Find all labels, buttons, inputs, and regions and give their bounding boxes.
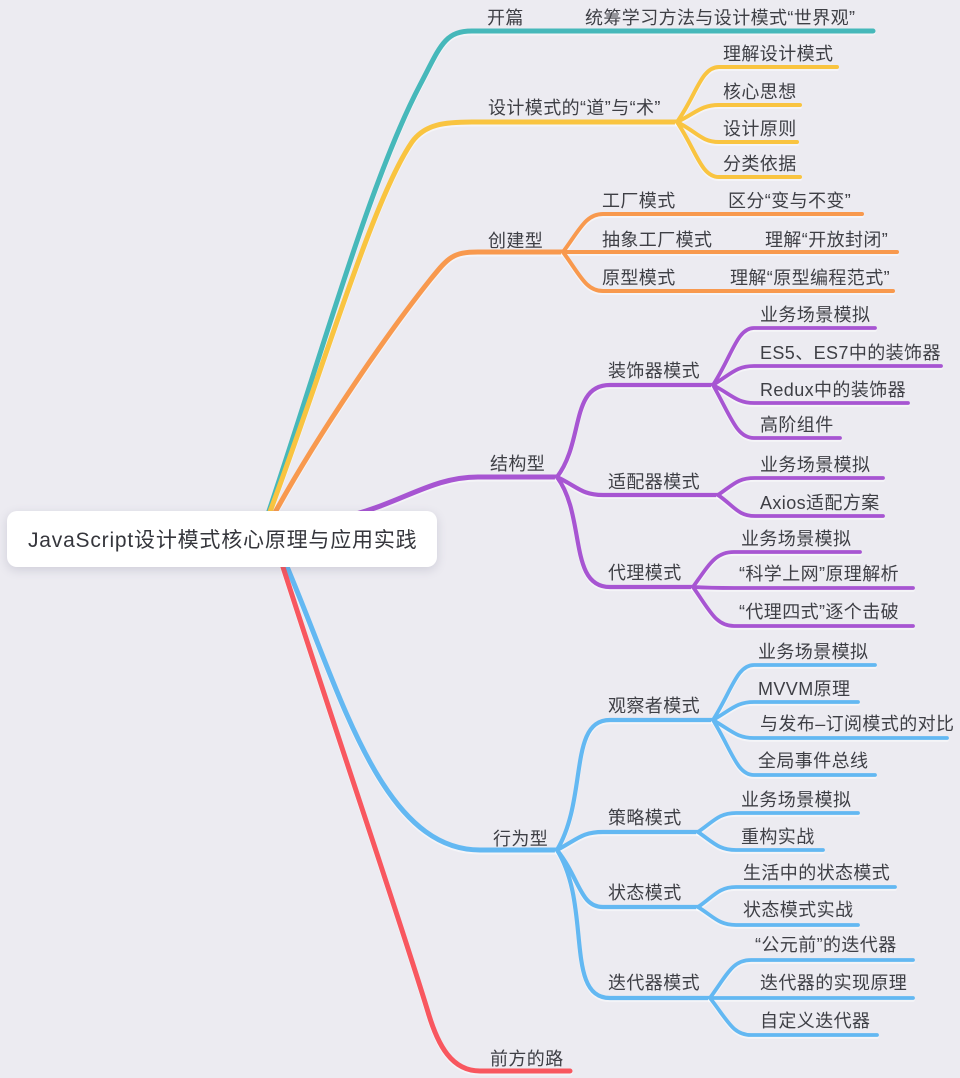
link-refactor [696,830,825,852]
link-factory-pattern [561,212,864,254]
link-iterator-bc [708,958,915,1000]
link-adapter-pattern [554,474,721,498]
node-decorator-es5-es7[interactable]: ES5、ES7中的装饰器 [760,343,941,363]
link-observer-business [711,663,877,722]
root-node-label: JavaScript设计模式核心原理与应用实践 [28,529,418,552]
node-proxy-business[interactable]: 业务场景模拟 [741,529,852,549]
node-behavioral[interactable]: 行为型 [493,829,549,849]
node-state-life[interactable]: 生活中的状态模式 [743,863,891,883]
node-prototype-pattern[interactable]: 原型模式 [602,268,676,288]
node-opening[interactable]: 开篇 [487,8,524,28]
node-axios-adapter[interactable]: Axios适配方案 [760,493,880,513]
link-classification-basis [675,120,802,179]
node-creational[interactable]: 创建型 [488,231,544,251]
node-adapter-business[interactable]: 业务场景模拟 [760,455,871,475]
node-distinguish-change[interactable]: 区分“变与不变” [728,191,852,211]
node-iterator-bc[interactable]: “公元前”的迭代器 [755,935,897,955]
link-adapter-business [716,476,885,497]
node-observer-business[interactable]: 业务场景模拟 [758,642,869,662]
link-proxy-four-types [691,585,915,628]
link-event-bus [711,718,877,777]
node-tao-and-art[interactable]: 设计模式的“道”与“术” [488,98,661,118]
link-state-practice [696,905,860,927]
node-proxy-four-types[interactable]: “代理四式”逐个击破 [739,602,899,622]
link-mvvm [711,700,860,722]
link-axios-adapter [716,493,885,518]
link-observer-pattern [554,717,716,853]
link-design-principles [675,120,799,144]
node-design-principles[interactable]: 设计原则 [723,119,797,139]
link-decorator-redux [711,383,910,405]
link-hoc [711,383,842,440]
link-strategy-pattern [554,829,701,853]
link-pubsub-compare [711,718,949,740]
node-core-idea[interactable]: 核心思想 [723,82,797,102]
node-observer-pattern[interactable]: 观察者模式 [608,696,700,716]
node-proxy-vpn[interactable]: “科学上网”原理解析 [739,564,899,584]
link-behavioral [282,559,560,853]
link-tao-and-art [265,119,680,520]
link-creational [269,249,566,521]
node-abstract-factory[interactable]: 抽象工厂模式 [602,230,713,250]
node-pubsub-compare[interactable]: 与发布–订阅模式的对比 [760,714,955,734]
link-custom-iterator [708,996,879,1037]
node-refactor[interactable]: 重构实战 [741,827,815,847]
node-iterator-pattern[interactable]: 迭代器模式 [608,973,700,993]
link-strategy-business [696,811,860,834]
link-decorator-es5-es7 [711,364,943,387]
link-proxy-pattern [554,474,696,590]
link-state-life [696,885,897,909]
node-prototype-paradigm[interactable]: 理解“原型编程范式” [730,268,890,288]
link-proxy-vpn [691,585,915,590]
link-proxy-business [691,550,862,589]
node-decorator-business[interactable]: 业务场景模拟 [760,305,871,325]
node-road-ahead[interactable]: 前方的路 [490,1049,564,1069]
node-custom-iterator[interactable]: 自定义迭代器 [760,1011,871,1031]
link-core-idea [675,103,802,124]
node-strategy-business[interactable]: 业务场景模拟 [741,790,852,810]
link-road-ahead [279,561,573,1074]
node-decorator-redux[interactable]: Redux中的装饰器 [760,380,907,400]
node-iterator-principle[interactable]: 迭代器的实现原理 [760,973,908,993]
link-opening [263,28,876,523]
node-strategy-pattern[interactable]: 策略模式 [608,808,682,828]
node-proxy-pattern[interactable]: 代理模式 [608,563,682,583]
node-hoc[interactable]: 高阶组件 [760,415,834,435]
node-opening-summary[interactable]: 统筹学习方法与设计模式“世界观” [585,8,856,28]
node-mvvm[interactable]: MVVM原理 [758,679,851,699]
link-understand-patterns [675,65,839,124]
node-classification-basis[interactable]: 分类依据 [723,154,797,174]
link-decorator-pattern [554,382,716,480]
node-adapter-pattern[interactable]: 适配器模式 [608,472,700,492]
node-decorator-pattern[interactable]: 装饰器模式 [608,361,700,381]
node-structural[interactable]: 结构型 [490,454,546,474]
node-state-practice[interactable]: 状态模式实战 [743,900,854,920]
node-understand-patterns[interactable]: 理解设计模式 [723,44,834,64]
node-state-pattern[interactable]: 状态模式 [608,883,682,903]
link-iterator-pattern [554,847,713,1001]
node-event-bus[interactable]: 全局事件总线 [758,751,869,771]
link-decorator-business [711,326,877,387]
link-prototype-pattern [561,250,895,293]
root-node[interactable]: JavaScript设计模式核心原理与应用实践 [7,511,437,567]
node-open-closed[interactable]: 理解“开放封闭” [765,230,889,250]
node-factory-pattern[interactable]: 工厂模式 [602,191,676,211]
